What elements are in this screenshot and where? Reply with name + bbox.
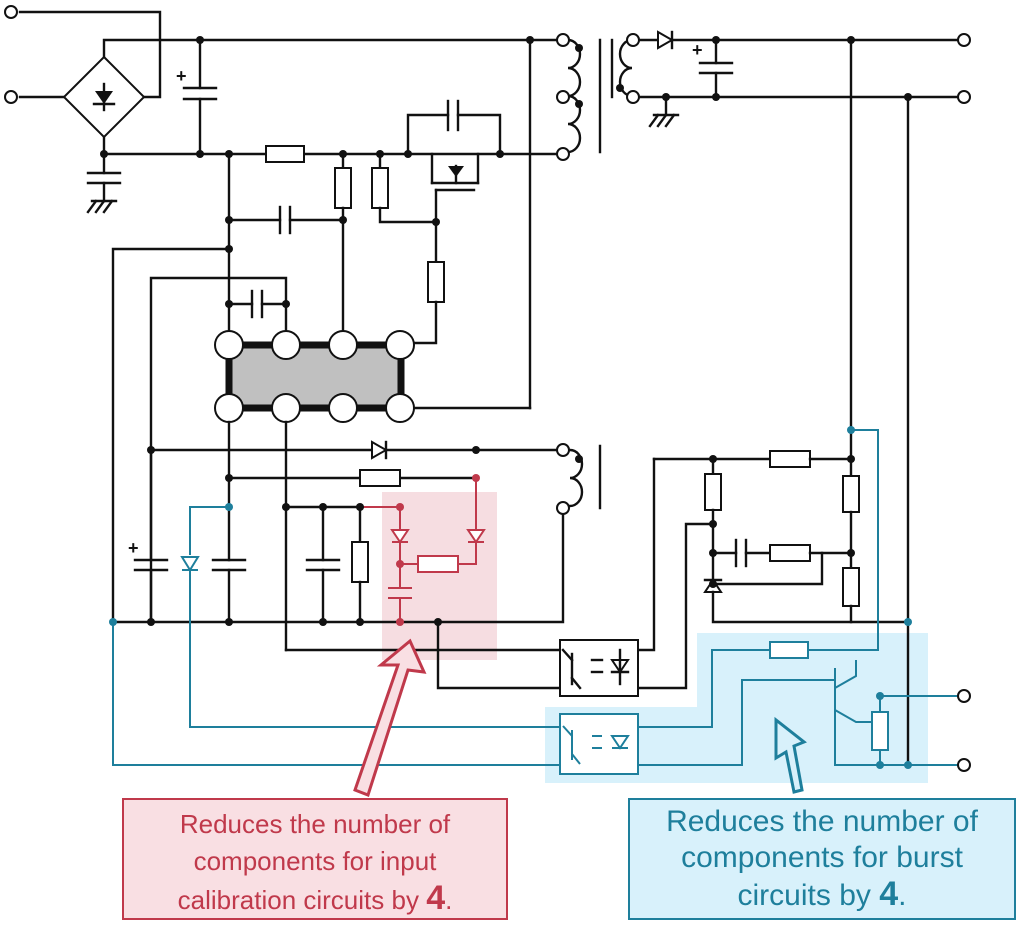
input-calibration-components [360,474,486,626]
callout-suffix: . [445,885,453,915]
callout-line-prefix: calibration circuits by [177,885,427,915]
controller-ic [214,330,415,423]
y-capacitor-ground [86,152,122,214]
svg-text:+: + [692,40,703,60]
auxiliary-winding [111,420,602,624]
transformer-secondary-winding: + [610,30,971,128]
callout-line: calibration circuits by 4. [124,880,506,919]
burst-output-terminal-2 [957,758,971,772]
dc-output-positive [957,33,971,47]
ac-input-terminal-2 [4,90,18,104]
optocoupler-feedback [559,639,639,697]
resistor-pair-top [334,152,445,345]
bulk-capacitor: + [176,38,218,156]
callout-suffix: . [898,879,907,912]
burst-output-terminal-1 [957,689,971,703]
transformer-primary-winding [412,33,602,410]
callout-line: Reduces the number of [179,809,451,839]
callout-line: Reduces the number of [666,805,978,838]
feedback-network [284,420,565,690]
burst-circuit [109,426,971,775]
component-count: 4 [426,879,446,917]
callout-line: components for input [193,846,437,876]
startup-resistor [265,145,305,163]
ac-input-terminal-1 [4,5,18,19]
callout-line: circuits by 4. [630,876,1014,914]
component-count: 4 [879,875,899,913]
svg-text:+: + [128,538,139,558]
input-mains [4,5,162,104]
callout-line-prefix: circuits by [737,879,880,912]
callout-line: components for burst [681,841,963,874]
burst-arrow [774,716,807,794]
input-calibration-arrow [353,638,427,797]
dc-output-negative [957,90,971,104]
input-calibration-callout: Reduces the number of components for inp… [122,798,508,920]
bridge-rectifier [62,38,562,156]
output-feedback-network [636,38,910,767]
mosfet-snubber [406,99,502,224]
vcc-capacitors: + [128,448,247,624]
input-calibration-highlight [382,492,497,660]
junction-dots [100,36,534,626]
svg-text:+: + [176,66,187,86]
burst-callout: Reduces the number of components for bur… [628,798,1016,920]
